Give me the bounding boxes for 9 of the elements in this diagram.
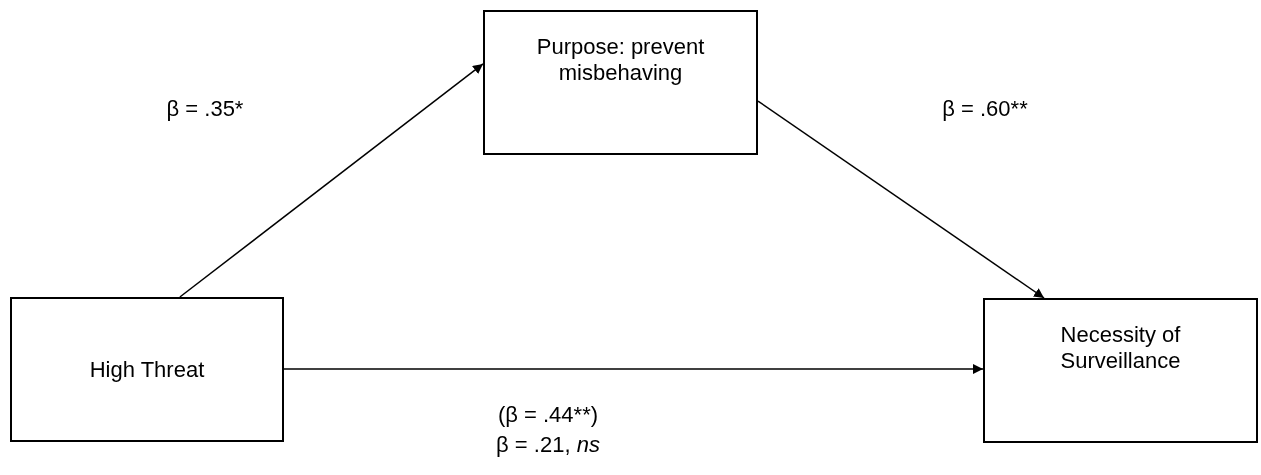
variable-box <box>983 298 1258 443</box>
variable-box <box>10 297 284 442</box>
variable-box <box>483 10 758 155</box>
arrow <box>179 63 484 298</box>
variable-name: High Threat <box>89 356 205 383</box>
arrow <box>283 364 984 375</box>
arrow <box>757 100 1045 299</box>
variable-name: Purpose: prevent misbehaving <box>535 34 706 86</box>
variable-name: Necessity of Surveillance <box>1059 322 1182 374</box>
